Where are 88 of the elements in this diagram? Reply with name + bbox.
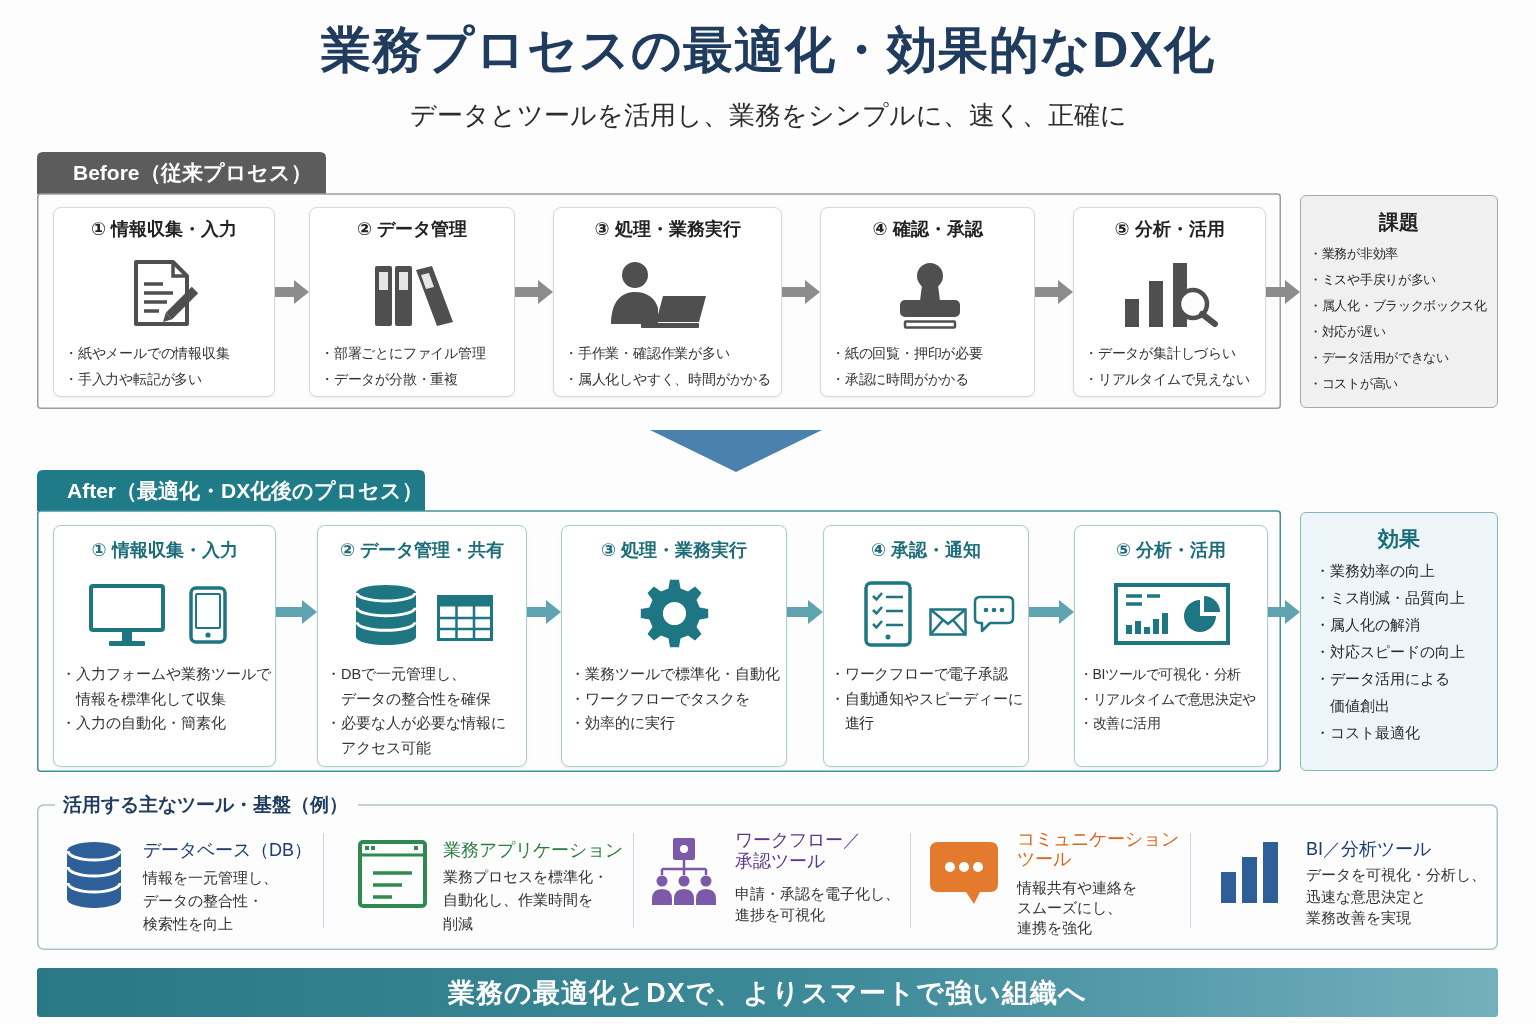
panel-heading: 活用する主なツール・基盤（例） bbox=[63, 793, 348, 817]
section-heading: After（最適化・DX化後のプロセス） bbox=[67, 478, 424, 504]
bullet-text: ・属人化・ブラックボックス化 bbox=[1309, 297, 1487, 315]
bullet-text: ・リアルタイムで意思決定や bbox=[1079, 689, 1256, 709]
arrow bbox=[515, 280, 553, 304]
bullet-text: ・データが分散・重複 bbox=[320, 370, 458, 389]
bullet-text: ・データ活用ができない bbox=[1309, 349, 1449, 367]
arrow bbox=[275, 280, 309, 304]
bullet-text: ・紙やメールでの情報収集 bbox=[64, 344, 230, 363]
tool-description: 情報共有や連絡をスムーズにし、連携を強化 bbox=[1017, 879, 1137, 938]
step-card bbox=[820, 207, 1035, 397]
summary-panel bbox=[1300, 195, 1498, 408]
bullet-text: ・ワークフローでタスクを bbox=[570, 689, 750, 709]
bullet-text: ・対応スピードの向上 bbox=[1315, 641, 1465, 662]
step-card bbox=[53, 207, 275, 397]
bullet-text: ・承認に時間がかかる bbox=[831, 370, 969, 389]
step-title: ② データ管理・共有 bbox=[339, 539, 505, 562]
arrow bbox=[782, 280, 820, 304]
bullet-text: ・対応が遅い bbox=[1309, 323, 1386, 341]
bullet-text: ・データ活用による価値創出 bbox=[1315, 668, 1450, 716]
process-panel bbox=[37, 152, 1281, 409]
arrow bbox=[1268, 600, 1300, 624]
bullet-text: ・属人化の解消 bbox=[1315, 614, 1420, 635]
step-title: ④ 確認・承認 bbox=[872, 218, 983, 241]
tools-panel bbox=[37, 793, 1498, 950]
step-title: ① 情報収集・入力 bbox=[90, 218, 238, 241]
bullet-text: ・ミスや手戻りが多い bbox=[1309, 271, 1436, 289]
triangle-arrow bbox=[650, 430, 822, 472]
bullet-text: ・手作業・確認作業が多い bbox=[564, 344, 730, 363]
step-card bbox=[309, 207, 515, 397]
arrow bbox=[276, 600, 317, 624]
bullet-text: ・属人化しやすく、時間がかかる bbox=[564, 370, 771, 389]
tool-title: BI／分析ツール bbox=[1306, 838, 1431, 860]
bullet-text: ・入力の自動化・簡素化 bbox=[61, 714, 226, 733]
tool-title: コミュニケーションツール bbox=[1017, 829, 1179, 869]
step-title: ⑤ 分析・活用 bbox=[1115, 539, 1227, 562]
bullet-text: ・部署ごとにファイル管理 bbox=[320, 344, 486, 363]
tool-description: データを可視化・分析し、迅速な意思決定と業務改善を実現 bbox=[1306, 866, 1486, 928]
bullet-text: ・紙の回覧・押印が必要 bbox=[831, 344, 983, 363]
step-title: ① 情報収集・入力 bbox=[91, 539, 238, 562]
process-panel bbox=[37, 470, 1281, 772]
step-title: ③ 処理・業務実行 bbox=[594, 218, 741, 241]
bullet-text: ・ワークフローで電子承認 bbox=[830, 665, 1008, 684]
summary-title: 効果 bbox=[1378, 526, 1420, 552]
bullet-text: ・業務ツールで標準化・自動化 bbox=[570, 665, 780, 684]
tool-description: 業務プロセスを標準化・自動化し、作業時間を削減 bbox=[443, 867, 608, 934]
step-card bbox=[317, 525, 527, 767]
arrow bbox=[1029, 600, 1074, 624]
bullet-text: ・自動通知やスピーディーに進行 bbox=[830, 689, 1023, 733]
bullet-text: ・入力フォームや業務ツールで情報を標準化して収集 bbox=[61, 665, 271, 709]
bullet-text: ・業務が非効率 bbox=[1309, 245, 1398, 263]
tool-description: 申請・承認を電子化し、進捗を可視化 bbox=[735, 884, 900, 925]
tool-description: 情報を一元管理し、データの整合性・検索性を向上 bbox=[143, 868, 278, 934]
title: 業務プロセスの最適化・効果的なDX化 bbox=[321, 21, 1215, 80]
step-title: ③ 処理・業務実行 bbox=[600, 539, 748, 562]
bullet-text: ・効率的に実行 bbox=[570, 714, 675, 733]
bullet-text: ・改善に活用 bbox=[1079, 714, 1161, 733]
step-card bbox=[1074, 525, 1268, 767]
section-heading: Before（従来プロセス） bbox=[73, 160, 312, 186]
bullet-text: ・必要な人が必要な情報にアクセス可能 bbox=[326, 714, 506, 758]
bullet-text: ・データが集計しづらい bbox=[1084, 344, 1236, 363]
arrow bbox=[1035, 280, 1073, 304]
bullet-text: ・ミス削減・品質向上 bbox=[1315, 587, 1465, 608]
subtitle: データとツールを活用し、業務をシンプルに、速く、正確に bbox=[409, 99, 1127, 132]
step-card bbox=[553, 207, 782, 397]
bullet-text: ・コストが高い bbox=[1309, 375, 1398, 393]
tool-title: 業務アプリケーション bbox=[443, 839, 623, 861]
slogan-banner: 業務の最適化とDXで、よりスマートで強い組織へ bbox=[37, 968, 1498, 1017]
tool-title: データベース（DB） bbox=[143, 839, 312, 861]
bullet-text: ・コスト最適化 bbox=[1315, 722, 1420, 743]
arrow bbox=[1266, 280, 1300, 304]
arrow bbox=[787, 600, 823, 624]
step-card bbox=[823, 525, 1029, 767]
step-title: ④ 承認・通知 bbox=[870, 539, 982, 562]
step-card bbox=[561, 525, 787, 767]
bullet-text: ・DBで一元管理し、データの整合性を確保 bbox=[326, 665, 491, 709]
tool-title: ワークフロー／承認ツール bbox=[735, 830, 861, 872]
bullet-text: ・手入力や転記が多い bbox=[64, 370, 202, 389]
summary-title: 課題 bbox=[1379, 210, 1419, 235]
bullet-text: ・リアルタイムで見えない bbox=[1084, 370, 1250, 389]
step-card bbox=[53, 525, 276, 767]
summary-panel bbox=[1300, 512, 1498, 771]
step-card bbox=[1073, 207, 1266, 397]
bullet-text: ・BIツールで可視化・分析 bbox=[1079, 665, 1242, 684]
step-title: ② データ管理 bbox=[356, 218, 468, 241]
bullet-text: ・業務効率の向上 bbox=[1315, 560, 1435, 581]
step-title: ⑤ 分析・活用 bbox=[1114, 218, 1225, 241]
arrow bbox=[527, 600, 561, 624]
